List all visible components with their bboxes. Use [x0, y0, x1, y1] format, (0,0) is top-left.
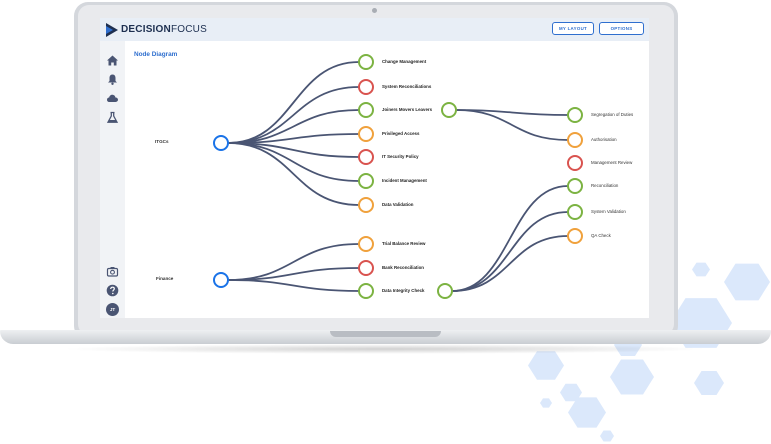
node-diagram [213, 54, 583, 299]
node-label-n8: Trial Balance Review [382, 241, 426, 246]
node-n7[interactable] [358, 197, 374, 213]
node-n4[interactable] [358, 126, 374, 142]
subnode-n3[interactable] [441, 102, 457, 118]
edge [227, 109, 360, 144]
node-n5[interactable] [358, 149, 374, 165]
page-title: Node Diagram [134, 51, 178, 58]
node-n2[interactable] [358, 79, 374, 95]
flask-icon[interactable] [106, 111, 119, 124]
leaf-node-l6[interactable] [567, 228, 583, 244]
avatar[interactable]: JT [106, 303, 119, 316]
decor-hexagon [540, 398, 552, 408]
leaf-label-l6: QA Check [591, 233, 611, 238]
node-label-n7: Data Validation [382, 202, 414, 207]
node-label-n3: Joiners Movers Leavers [382, 107, 433, 112]
laptop-base [0, 330, 771, 344]
camera-icon[interactable] [106, 265, 119, 278]
leaf-node-l1[interactable] [567, 107, 583, 123]
node-n6[interactable] [358, 173, 374, 189]
leaf-label-l4: Reconciliation [591, 183, 619, 188]
leaf-label-l5: System Validation [591, 209, 626, 214]
node-label-n2: System Reconciliations [382, 84, 432, 89]
laptop-shadow [60, 344, 710, 354]
root-label-itgcs: ITGCs [155, 139, 169, 144]
node-n1[interactable] [358, 54, 374, 70]
leaf-node-l2[interactable] [567, 132, 583, 148]
edge [227, 279, 360, 292]
node-label-n6: Incident Management [382, 178, 427, 183]
leaf-label-l1: Segregation of Duties [591, 112, 634, 117]
subnode-n10[interactable] [437, 283, 453, 299]
decor-hexagon [610, 359, 654, 395]
edge [451, 211, 569, 292]
edge [227, 86, 360, 144]
leaf-label-l2: Authorisation [591, 137, 617, 142]
decor-hexagon [600, 430, 614, 442]
logo-icon [106, 23, 118, 37]
node-label-n9: Bank Reconciliation [382, 265, 424, 270]
top-bar: DECISIONFOCUS MY LAYOUT OPTIONS [100, 18, 649, 41]
camera-dot [372, 8, 377, 13]
help-icon[interactable] [106, 284, 119, 297]
node-n8[interactable] [358, 236, 374, 252]
root-label-finance: Finance [156, 276, 174, 281]
root-node-finance[interactable] [213, 272, 229, 288]
leaf-label-l3: Management Review [591, 160, 633, 165]
brand-name: DECISIONFOCUS [121, 24, 207, 35]
decor-hexagon [560, 383, 582, 402]
cloud-icon[interactable] [106, 92, 119, 105]
node-label-n10: Data Integrity Check [382, 288, 425, 293]
edge [227, 142, 360, 182]
home-icon[interactable] [106, 54, 119, 67]
leaf-node-l3[interactable] [567, 155, 583, 171]
edge [227, 61, 360, 144]
node-label-n4: Privileged Access [382, 131, 420, 136]
decor-hexagon [528, 351, 564, 380]
decor-hexagon [724, 263, 770, 301]
node-n9[interactable] [358, 260, 374, 276]
app-screen: DECISIONFOCUS MY LAYOUT OPTIONS JT [100, 18, 649, 318]
leaf-node-l5[interactable] [567, 204, 583, 220]
laptop-base-notch [330, 331, 441, 337]
edge [227, 142, 360, 206]
edge [455, 109, 569, 141]
node-n10[interactable] [358, 283, 374, 299]
leaf-node-l4[interactable] [567, 178, 583, 194]
node-label-n5: IT Security Policy [382, 154, 419, 159]
decor-hexagon [692, 262, 710, 277]
my-layout-button[interactable]: MY LAYOUT [552, 22, 594, 35]
sidebar: JT [100, 41, 125, 318]
root-node-itgcs[interactable] [213, 135, 229, 151]
options-button[interactable]: OPTIONS [599, 22, 644, 35]
node-label-n1: Change Management [382, 59, 427, 64]
edge [227, 243, 360, 281]
node-n3[interactable] [358, 102, 374, 118]
decor-hexagon [694, 371, 724, 395]
bell-icon[interactable] [106, 73, 119, 86]
edge [451, 235, 569, 292]
edge [451, 185, 569, 292]
